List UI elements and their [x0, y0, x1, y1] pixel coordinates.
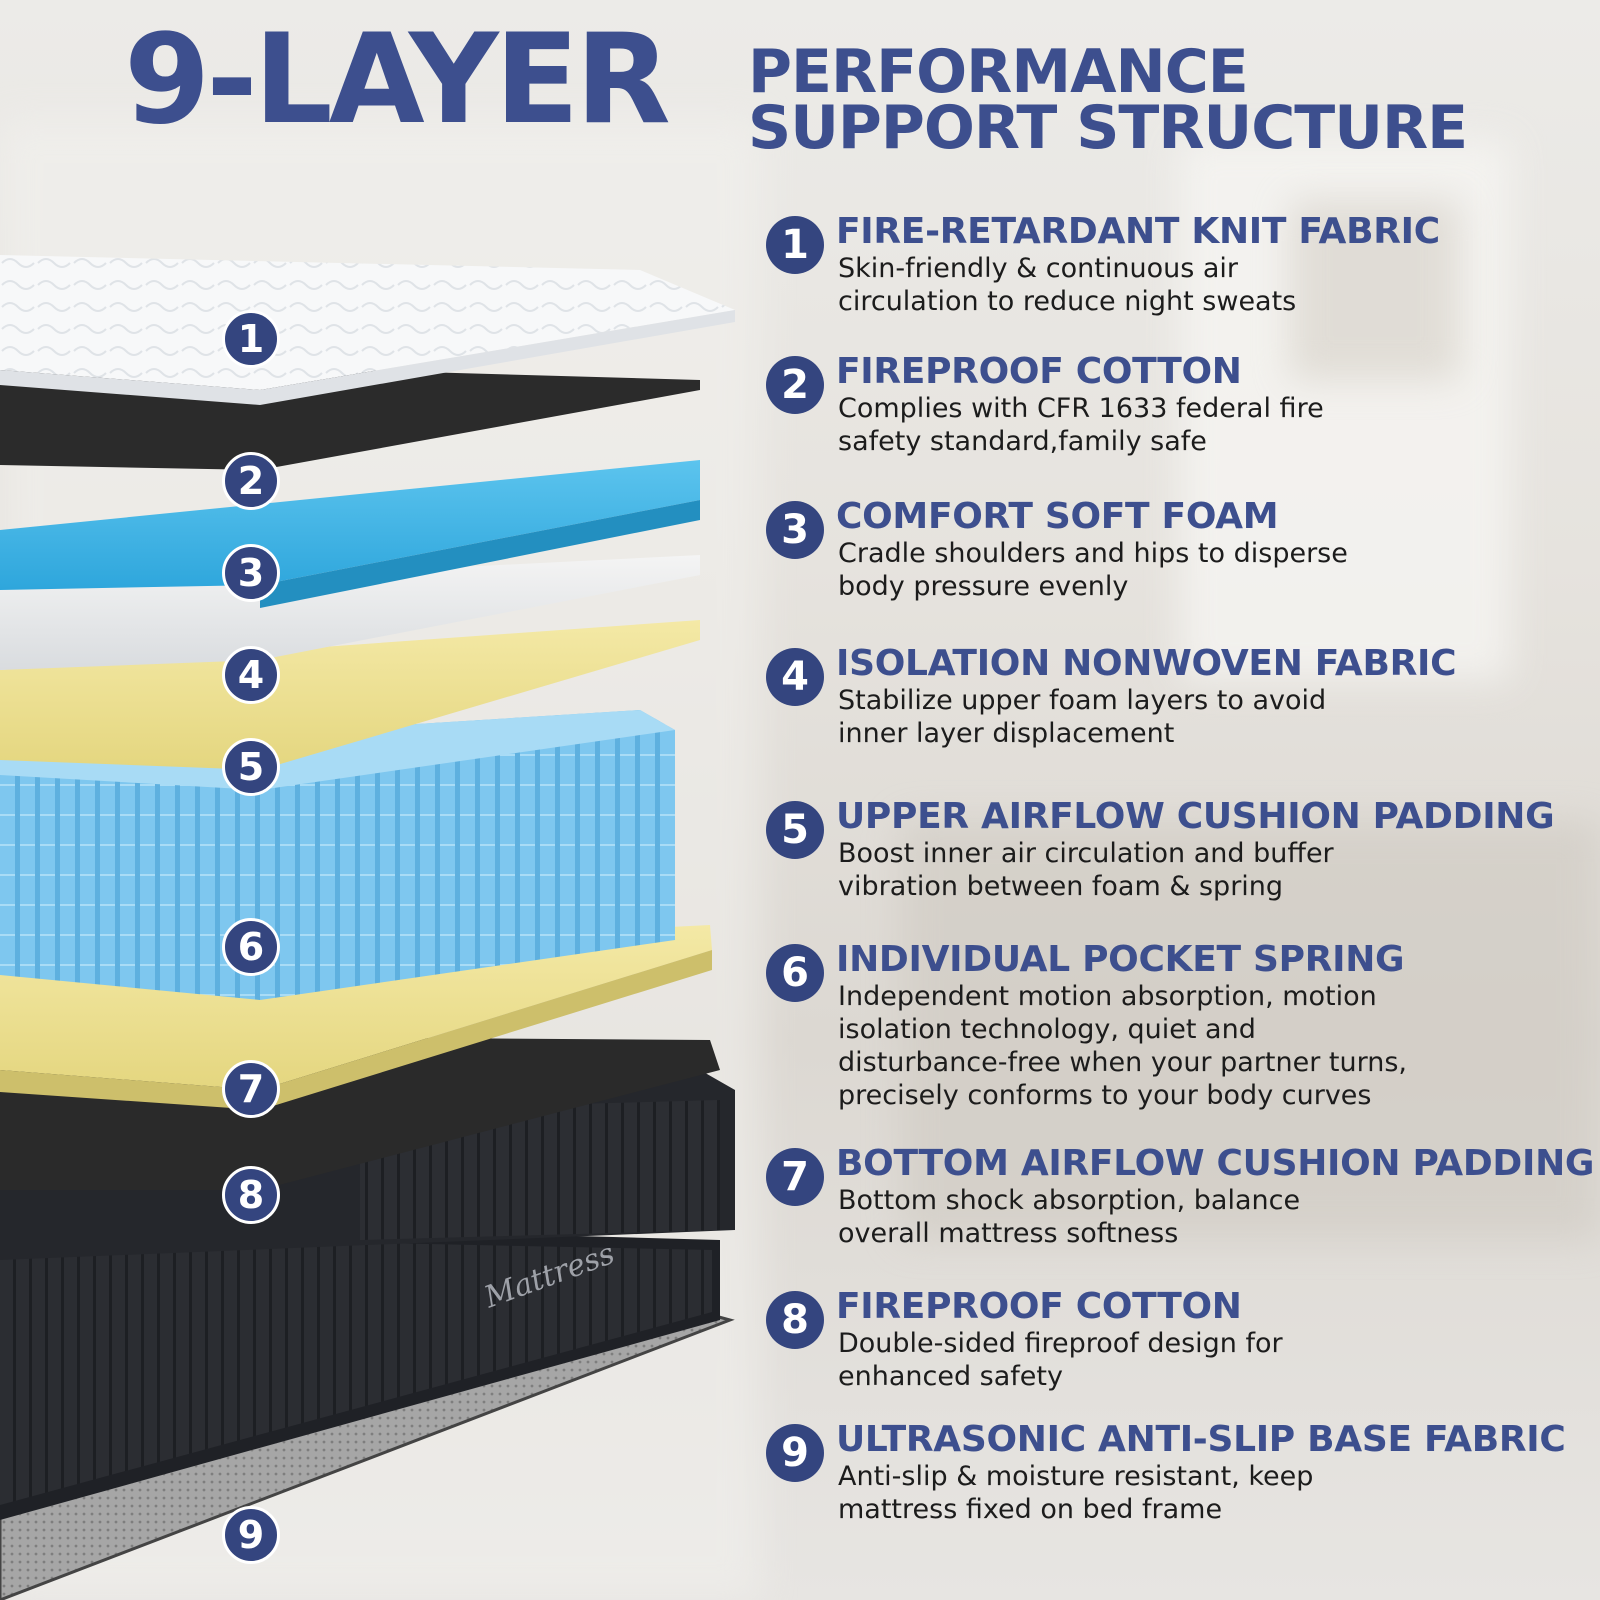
feature-description: Bottom shock absorption, balance overall… [838, 1184, 1578, 1250]
feature-number-badge: 6 [766, 944, 824, 1002]
feature-description-line: disturbance-free when your partner turns… [838, 1047, 1407, 1078]
stack-badge-3: 3 [222, 544, 280, 602]
feature-description-line: body pressure evenly [838, 571, 1129, 602]
feature-title: FIREPROOF COTTON [836, 1286, 1242, 1327]
feature-description-line: Cradle shoulders and hips to disperse [838, 538, 1348, 569]
feature-title: ULTRASONIC ANTI-SLIP BASE FABRIC [836, 1419, 1566, 1460]
feature-description: Stabilize upper foam layers to avoid inn… [838, 684, 1578, 750]
feature-description: Boost inner air circulation and buffer v… [838, 837, 1578, 903]
mattress-layers-illustration: Mattress [0, 255, 735, 1600]
feature-description-line: enhanced safety [838, 1361, 1063, 1392]
stack-badge-5: 5 [222, 738, 280, 796]
mattress-layer-stack: Mattress 1 2 3 4 5 6 7 [0, 230, 760, 1600]
stack-badge-2: 2 [222, 452, 280, 510]
feature-title: UPPER AIRFLOW CUSHION PADDING [836, 796, 1555, 837]
feature-title: ISOLATION NONWOVEN FABRIC [836, 643, 1457, 684]
feature-description-line: overall mattress softness [838, 1218, 1179, 1249]
feature-description: Double-sided fireproof design for enhanc… [838, 1327, 1578, 1393]
feature-number-badge: 8 [766, 1291, 824, 1349]
feature-description-line: circulation to reduce night sweats [838, 286, 1297, 317]
feature-description-line: mattress fixed on bed frame [838, 1494, 1223, 1525]
feature-description-line: Bottom shock absorption, balance [838, 1185, 1301, 1216]
feature-title: FIRE-RETARDANT KNIT FABRIC [836, 211, 1440, 252]
feature-description-line: Double-sided fireproof design for [838, 1328, 1283, 1359]
stack-badge-7: 7 [222, 1060, 280, 1118]
feature-number-badge: 2 [766, 356, 824, 414]
feature-description: Independent motion absorption, motion is… [838, 980, 1578, 1112]
feature-number-badge: 4 [766, 648, 824, 706]
feature-title: BOTTOM AIRFLOW CUSHION PADDING [836, 1143, 1595, 1184]
feature-number-badge: 1 [766, 216, 824, 274]
headline-line-1: PERFORMANCE [748, 37, 1249, 107]
feature-number-badge: 3 [766, 501, 824, 559]
stack-badge-8: 8 [222, 1166, 280, 1224]
headline: 9-LAYER PERFORMANCE SUPPORT STRUCTURE [0, 0, 1600, 200]
feature-description-line: inner layer displacement [838, 718, 1175, 749]
feature-description: Skin-friendly & continuous air circulati… [838, 252, 1578, 318]
feature-number-badge: 5 [766, 801, 824, 859]
feature-number-badge: 9 [766, 1424, 824, 1482]
feature-description-line: precisely conforms to your body curves [838, 1080, 1372, 1111]
stack-badge-9: 9 [222, 1506, 280, 1564]
feature-description-line: Complies with CFR 1633 federal fire [838, 393, 1324, 424]
stack-badge-6: 6 [222, 918, 280, 976]
feature-title: COMFORT SOFT FOAM [836, 496, 1279, 537]
feature-title: FIREPROOF COTTON [836, 351, 1242, 392]
feature-description: Cradle shoulders and hips to disperse bo… [838, 537, 1578, 603]
feature-description: Anti-slip & moisture resistant, keep mat… [838, 1460, 1578, 1526]
background-picture-frame [1290, 200, 1460, 380]
feature-description-line: vibration between foam & spring [838, 871, 1284, 902]
feature-description-line: Stabilize upper foam layers to avoid [838, 685, 1327, 716]
feature-description: Complies with CFR 1633 federal fire safe… [838, 392, 1578, 458]
feature-description-line: Skin-friendly & continuous air [838, 253, 1239, 284]
feature-description-line: Boost inner air circulation and buffer [838, 838, 1334, 869]
stack-badge-1: 1 [222, 310, 280, 368]
feature-title: INDIVIDUAL POCKET SPRING [836, 939, 1405, 980]
feature-description-line: isolation technology, quiet and [838, 1014, 1256, 1045]
background-bed [900, 820, 1600, 1240]
feature-number-badge: 7 [766, 1148, 824, 1206]
feature-description-line: Anti-slip & moisture resistant, keep [838, 1461, 1314, 1492]
headline-line-2: SUPPORT STRUCTURE [748, 93, 1468, 163]
feature-description-line: Independent motion absorption, motion [838, 981, 1377, 1012]
feature-description-line: safety standard,family safe [838, 426, 1207, 457]
headline-layer-count: 9-LAYER [124, 8, 671, 152]
stack-badge-4: 4 [222, 646, 280, 704]
